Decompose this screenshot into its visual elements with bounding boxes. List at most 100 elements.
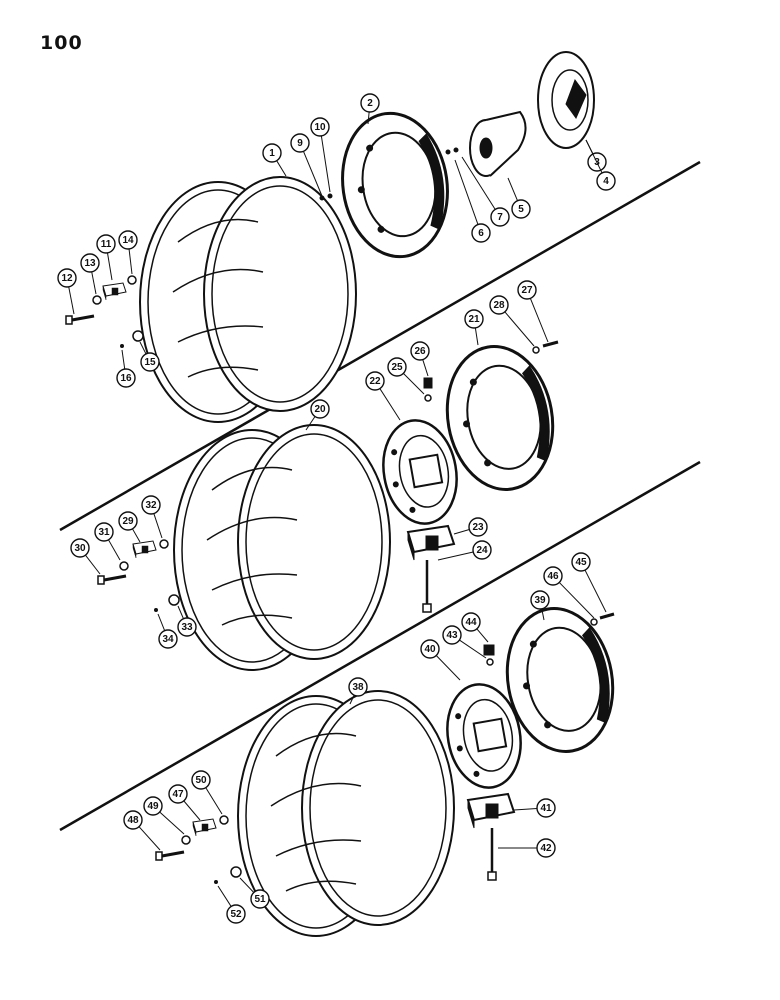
callout-number: 33 bbox=[181, 622, 193, 633]
callout-number: 43 bbox=[446, 630, 458, 641]
callout-number: 6 bbox=[478, 228, 484, 239]
callout-number: 48 bbox=[127, 815, 139, 826]
callout-20: 20 bbox=[305, 399, 330, 431]
callout-49: 49 bbox=[143, 796, 185, 835]
callout-26: 26 bbox=[410, 341, 430, 377]
callout-leader-line bbox=[239, 877, 255, 893]
callout-number: 39 bbox=[534, 595, 546, 606]
callout-circle bbox=[348, 677, 368, 697]
callout-2: 2 bbox=[360, 93, 380, 125]
callout-leader-line bbox=[435, 655, 461, 681]
callout-number: 16 bbox=[120, 373, 132, 384]
callout-leader-line bbox=[217, 885, 232, 907]
callout-circle bbox=[387, 357, 407, 377]
callout-leader-line bbox=[585, 139, 603, 174]
callout-30: 30 bbox=[70, 538, 101, 575]
callout-leader-line bbox=[379, 388, 401, 421]
callout-leader-line bbox=[139, 341, 147, 355]
nut-14 bbox=[127, 275, 137, 285]
callout-number: 50 bbox=[195, 775, 207, 786]
callout-number: 45 bbox=[575, 557, 587, 568]
bolt-42 bbox=[486, 826, 498, 882]
callout-leader-line bbox=[367, 111, 370, 125]
callout-circle bbox=[168, 784, 188, 804]
callout-circle bbox=[360, 93, 380, 113]
callout-circle bbox=[310, 117, 330, 137]
callout-leader-line bbox=[320, 135, 331, 193]
callout-number: 52 bbox=[230, 909, 242, 920]
callout-leader-line bbox=[276, 160, 287, 177]
callout-leader-line bbox=[558, 582, 595, 619]
callout-leader-line bbox=[305, 416, 316, 431]
callout-circle bbox=[80, 253, 100, 273]
callout-41: 41 bbox=[513, 798, 556, 818]
callout-number: 7 bbox=[497, 212, 503, 223]
callout-circle bbox=[96, 234, 116, 254]
rim-1 bbox=[139, 176, 357, 423]
clamp-29 bbox=[132, 540, 157, 559]
divider-line-upper bbox=[59, 160, 701, 532]
bolt-12 bbox=[64, 314, 96, 326]
callout-leader-line bbox=[128, 248, 133, 275]
callout-number: 34 bbox=[162, 634, 174, 645]
callout-number: 26 bbox=[414, 346, 426, 357]
callout-number: 30 bbox=[74, 543, 86, 554]
clip-33 bbox=[168, 594, 180, 606]
callout-circle bbox=[94, 522, 114, 542]
callout-38: 38 bbox=[348, 677, 368, 705]
callout-circle bbox=[57, 268, 77, 288]
callout-number: 15 bbox=[144, 357, 156, 368]
callout-circle bbox=[118, 230, 138, 250]
callout-number: 28 bbox=[493, 300, 505, 311]
bolt-45 bbox=[599, 612, 615, 620]
callout-leader-line bbox=[507, 177, 518, 201]
hub-5 bbox=[469, 110, 527, 177]
rim-assembly-top bbox=[64, 51, 595, 423]
callout-circle bbox=[70, 538, 90, 558]
callout-leader-line bbox=[476, 628, 489, 643]
callout-32: 32 bbox=[141, 495, 163, 539]
callout-29: 29 bbox=[118, 511, 141, 543]
callout-number: 42 bbox=[540, 843, 552, 854]
callout-number: 11 bbox=[101, 239, 112, 250]
washer-31 bbox=[119, 561, 129, 571]
callout-10: 10 bbox=[310, 117, 331, 193]
callout-34: 34 bbox=[157, 613, 178, 649]
callout-leader-line bbox=[177, 605, 184, 619]
nut-50 bbox=[219, 815, 229, 825]
callout-circle bbox=[442, 625, 462, 645]
callout-23: 23 bbox=[453, 517, 488, 537]
callout-leader-line bbox=[138, 826, 161, 851]
washer-28 bbox=[532, 346, 540, 354]
nut-7 bbox=[453, 147, 459, 153]
callout-circle bbox=[123, 810, 143, 830]
callout-circle bbox=[596, 171, 616, 191]
callout-number: 49 bbox=[147, 801, 159, 812]
washer-25 bbox=[424, 394, 432, 402]
clip-51 bbox=[230, 866, 242, 878]
callout-number: 31 bbox=[98, 527, 110, 538]
callout-circle bbox=[143, 796, 163, 816]
callout-leader-line bbox=[422, 359, 429, 377]
callout-circle bbox=[365, 371, 385, 391]
callout-50: 50 bbox=[191, 770, 223, 815]
callout-15: 15 bbox=[139, 341, 160, 372]
rim-38 bbox=[237, 690, 455, 937]
callout-circle bbox=[464, 309, 484, 329]
callout-number: 25 bbox=[391, 362, 403, 373]
callout-leader-line bbox=[132, 528, 141, 543]
callout-number: 38 bbox=[352, 682, 364, 693]
callout-circle bbox=[461, 612, 481, 632]
callout-27: 27 bbox=[517, 280, 549, 343]
callout-number: 14 bbox=[122, 235, 134, 246]
callout-9: 9 bbox=[290, 133, 323, 197]
callout-4: 4 bbox=[585, 139, 616, 191]
callout-leader-line bbox=[504, 311, 535, 347]
callout-number: 47 bbox=[172, 789, 184, 800]
pin-16 bbox=[120, 344, 124, 348]
callout-31: 31 bbox=[94, 522, 121, 561]
callout-circle bbox=[310, 399, 330, 419]
callout-circle bbox=[471, 223, 491, 243]
callout-leader-line bbox=[461, 156, 496, 210]
page-number: 100 bbox=[40, 32, 83, 54]
